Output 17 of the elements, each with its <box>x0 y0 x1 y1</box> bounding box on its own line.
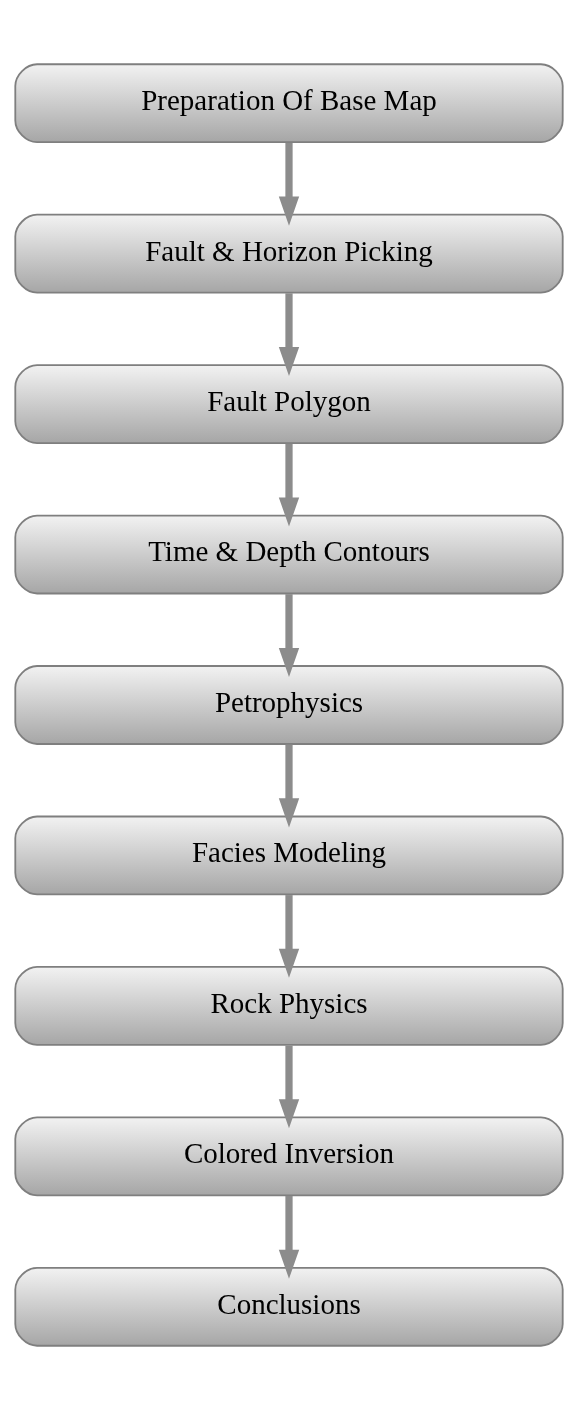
node-box: Petrophysics <box>14 665 564 745</box>
node-box: Preparation Of Base Map <box>14 63 564 144</box>
node-box: Fault Polygon <box>14 364 564 444</box>
arrow <box>278 895 300 978</box>
node-box: Rock Physics <box>14 966 564 1046</box>
node-box: Fault & Horizon Picking <box>14 213 564 294</box>
arrow <box>278 744 300 828</box>
arrow <box>278 1195 300 1279</box>
node-box: Facies Modeling <box>14 815 564 896</box>
arrow <box>278 594 300 677</box>
arrow <box>278 293 300 377</box>
arrow <box>278 443 300 527</box>
node-box: Time & Depth Contours <box>14 514 564 595</box>
node-box: Colored Inversion <box>14 1116 564 1197</box>
arrow <box>278 1045 300 1129</box>
arrow <box>278 142 300 226</box>
node-box: Conclusions <box>14 1266 564 1347</box>
